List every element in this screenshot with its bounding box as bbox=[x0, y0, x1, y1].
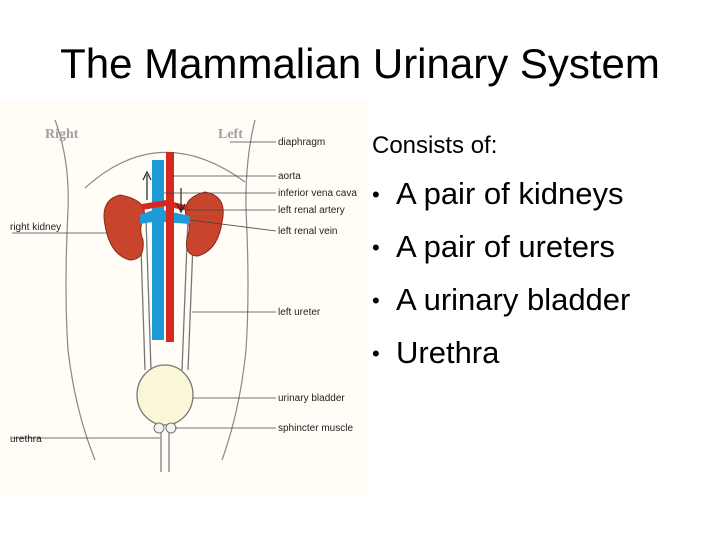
upward-flow-arrow bbox=[143, 172, 151, 200]
list-item: •A pair of ureters bbox=[372, 221, 712, 274]
list-item-text: A pair of kidneys bbox=[396, 176, 623, 211]
list-item-text: Urethra bbox=[396, 335, 499, 370]
consists-of-heading: Consists of: bbox=[372, 132, 712, 160]
body-outline-right bbox=[55, 120, 95, 460]
label-inferior-vena-cava: inferior vena cava bbox=[278, 188, 357, 199]
label-sphincter-muscle: sphincter muscle bbox=[278, 423, 353, 434]
left-kidney bbox=[185, 192, 223, 256]
diagram-side-right: Right bbox=[45, 127, 79, 142]
content-list: Consists of: •A pair of kidneys •A pair … bbox=[372, 132, 712, 380]
list-item-text: A urinary bladder bbox=[396, 282, 630, 317]
bullet-point: • bbox=[372, 275, 396, 327]
list-item: •Urethra bbox=[372, 327, 712, 380]
bullet-point: • bbox=[372, 328, 396, 380]
label-right-kidney: right kidney bbox=[10, 222, 61, 233]
label-diaphragm: diaphragm bbox=[278, 137, 325, 148]
sphincter-right bbox=[166, 423, 176, 433]
label-aorta: aorta bbox=[278, 171, 301, 182]
sphincter-left bbox=[154, 423, 164, 433]
label-left-renal-artery: left renal artery bbox=[278, 205, 345, 216]
label-urethra: urethra bbox=[10, 434, 42, 445]
label-left-ureter: left ureter bbox=[278, 307, 321, 318]
diaphragm-curve bbox=[85, 152, 245, 188]
bullet-point: • bbox=[372, 169, 396, 221]
inferior-vena-cava bbox=[152, 160, 164, 340]
urinary-bladder bbox=[137, 365, 193, 425]
right-kidney bbox=[104, 195, 145, 260]
list-item: •A urinary bladder bbox=[372, 274, 712, 327]
right-ureter-inner bbox=[146, 218, 151, 370]
aorta bbox=[166, 152, 174, 342]
label-urinary-bladder: urinary bladder bbox=[278, 393, 345, 404]
urinary-system-diagram: Right Left diaphragm aorta inferior vena… bbox=[0, 100, 370, 495]
urethra-tube bbox=[161, 433, 169, 472]
label-left-renal-vein: left renal vein bbox=[278, 226, 337, 237]
body-outline-left bbox=[222, 120, 255, 460]
diagram-side-left: Left bbox=[218, 127, 243, 142]
bullet-point: • bbox=[372, 222, 396, 274]
list-item-text: A pair of ureters bbox=[396, 229, 615, 264]
urinary-system-illustration: Right Left diaphragm aorta inferior vena… bbox=[0, 100, 370, 495]
slide-title: The Mammalian Urinary System bbox=[0, 40, 720, 88]
list-item: •A pair of kidneys bbox=[372, 168, 712, 221]
